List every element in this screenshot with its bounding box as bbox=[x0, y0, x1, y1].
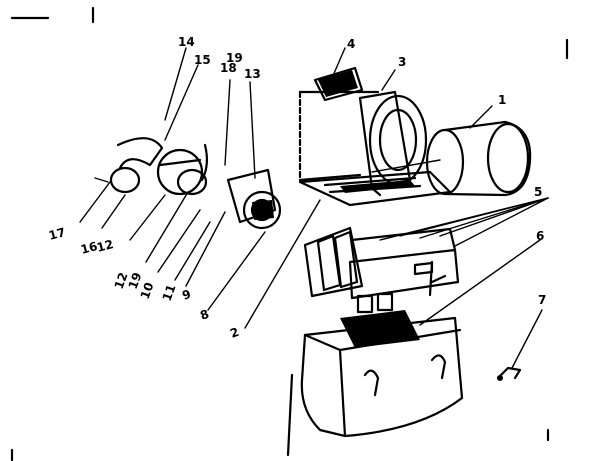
callout-12b: 12 bbox=[112, 271, 131, 291]
part-4-plate bbox=[313, 66, 364, 102]
callout-5: 5 bbox=[534, 185, 542, 199]
callout-19: 19 bbox=[126, 271, 145, 291]
callout-16: 16 bbox=[79, 239, 99, 257]
part-7-bracket bbox=[496, 366, 522, 381]
callout-11: 11 bbox=[160, 283, 179, 303]
callout-2: 2 bbox=[228, 325, 241, 341]
part-1-cylinder bbox=[371, 120, 532, 197]
callout-1: 1 bbox=[498, 93, 506, 107]
part-6-box bbox=[300, 316, 464, 438]
callout-4: 4 bbox=[347, 37, 355, 51]
motor-assembly bbox=[94, 137, 282, 230]
callout-9: 9 bbox=[180, 287, 193, 303]
corner-marks bbox=[10, 6, 569, 461]
callout-15: 15 bbox=[194, 53, 211, 67]
callout-17: 17 bbox=[47, 225, 67, 243]
part-5-burner-manifold bbox=[303, 226, 460, 348]
callout-3: 3 bbox=[398, 55, 406, 69]
callout-12: 12 bbox=[95, 237, 115, 255]
callout-10: 10 bbox=[138, 281, 157, 301]
leader-lines bbox=[79, 47, 549, 457]
housing-frame bbox=[298, 90, 380, 182]
callout-14: 14 bbox=[178, 35, 195, 49]
callout-7: 7 bbox=[538, 293, 546, 307]
part-2-base-tray bbox=[298, 170, 452, 207]
callout-6: 6 bbox=[536, 229, 544, 243]
callout-labels: 1 2 3 4 5 6 7 8 9 10 11 12 13 14 15 16 1… bbox=[47, 35, 546, 341]
callout-13: 13 bbox=[244, 67, 261, 81]
callout-18: 18 bbox=[220, 61, 237, 75]
callout-19b: 19 bbox=[226, 51, 243, 65]
